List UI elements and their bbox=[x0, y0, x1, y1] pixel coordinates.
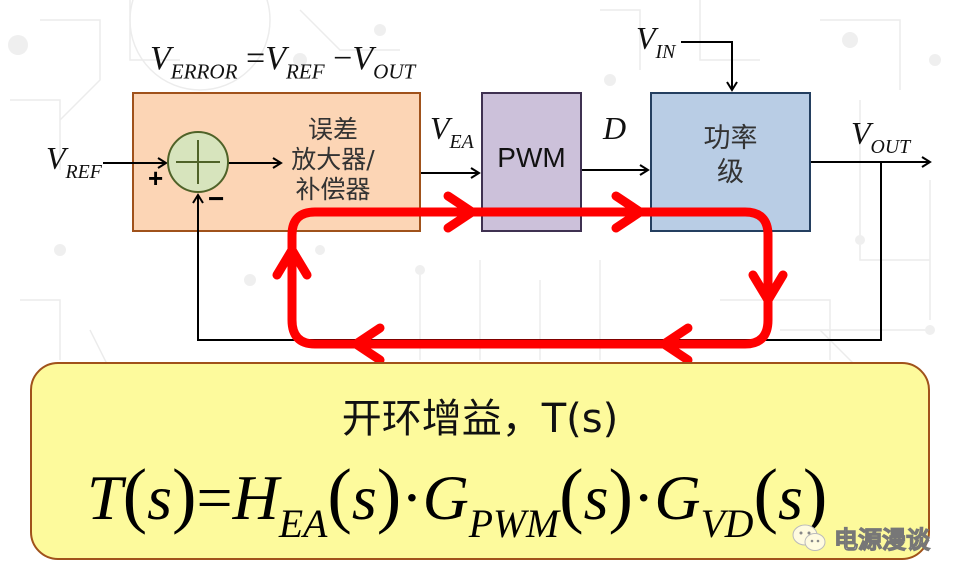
vref-sub: REF bbox=[65, 160, 102, 183]
watermark-text: 电源漫谈 bbox=[834, 526, 931, 555]
vin-label: VIN bbox=[636, 20, 675, 64]
formula-G2-sub: VD bbox=[700, 501, 754, 546]
vout-main: V bbox=[851, 115, 871, 151]
vref-main: V bbox=[46, 140, 66, 176]
error-amp-line3: 补偿器 bbox=[295, 175, 371, 204]
open-loop-gain-box: 开环增益，T(s) T(s)=HEA(s)·GPWM(s)·GVD(s) bbox=[30, 362, 930, 560]
equals-sign: = bbox=[246, 40, 266, 77]
loop-arrow-right-1 bbox=[443, 191, 477, 233]
vout-subscript: OUT bbox=[373, 59, 416, 84]
d-label: D bbox=[603, 110, 627, 146]
formula-s3: s bbox=[583, 462, 609, 533]
vin-main: V bbox=[636, 20, 656, 56]
power-stage-line1: 功率 bbox=[703, 123, 758, 154]
formula-G2: G bbox=[654, 462, 701, 533]
formula-dot2: · bbox=[633, 462, 655, 533]
formula-T: T bbox=[87, 462, 123, 533]
gain-heading: 开环增益，T(s) bbox=[341, 396, 619, 442]
vea-sub: EA bbox=[449, 130, 474, 153]
vref-subscript: REF bbox=[285, 59, 325, 84]
loop-arrow-left-1 bbox=[659, 323, 693, 365]
vin-arrow bbox=[681, 41, 738, 92]
error-amp-line2: 放大器/ bbox=[291, 145, 375, 174]
loop-arrow-left-2 bbox=[351, 323, 385, 365]
error-amplifier-label: 误差 放大器/ 补偿器 bbox=[268, 115, 398, 205]
loop-arrow-right-2 bbox=[611, 191, 645, 233]
formula-H-sub: EA bbox=[278, 501, 328, 546]
pwm-label: PWM bbox=[497, 142, 566, 173]
verror-equation: VERROR =VREF −VOUT bbox=[150, 40, 415, 84]
power-stage-line2: 级 bbox=[717, 157, 744, 188]
vea-label: VEA bbox=[430, 110, 474, 154]
vref-label: VREF bbox=[46, 140, 102, 184]
verror-subscript: ERROR bbox=[170, 59, 238, 84]
plus-sign: + bbox=[148, 163, 164, 193]
verror-symbol: V bbox=[150, 40, 171, 77]
formula-s1: s bbox=[147, 462, 173, 533]
watermark: 电源漫谈 bbox=[790, 520, 931, 555]
loop-arrow-up bbox=[272, 245, 312, 280]
vin-sub: IN bbox=[655, 40, 676, 63]
formula-equals: = bbox=[196, 462, 233, 533]
formula-dot1: · bbox=[401, 462, 423, 533]
error-amp-line1: 误差 bbox=[307, 115, 358, 144]
minus-sign-input: − bbox=[208, 183, 225, 214]
minus-sign: − bbox=[333, 40, 353, 77]
wechat-icon bbox=[792, 524, 826, 551]
vref-symbol: V bbox=[265, 40, 286, 77]
gain-formula: T(s)=HEA(s)·GPWM(s)·GVD(s) bbox=[87, 453, 828, 546]
formula-G1: G bbox=[422, 462, 469, 533]
vea-main: V bbox=[430, 110, 450, 146]
summing-junction bbox=[167, 131, 229, 193]
vout-symbol: V bbox=[352, 40, 374, 77]
loop-arrow-down bbox=[748, 270, 788, 305]
loop-rectangle bbox=[287, 207, 773, 349]
vout-label: VOUT bbox=[851, 115, 910, 159]
vout-sub: OUT bbox=[870, 135, 911, 158]
formula-s2: s bbox=[351, 462, 377, 533]
formula-s4: s bbox=[777, 462, 803, 533]
formula-G1-sub: PWM bbox=[468, 501, 560, 546]
formula-H: H bbox=[232, 462, 279, 533]
